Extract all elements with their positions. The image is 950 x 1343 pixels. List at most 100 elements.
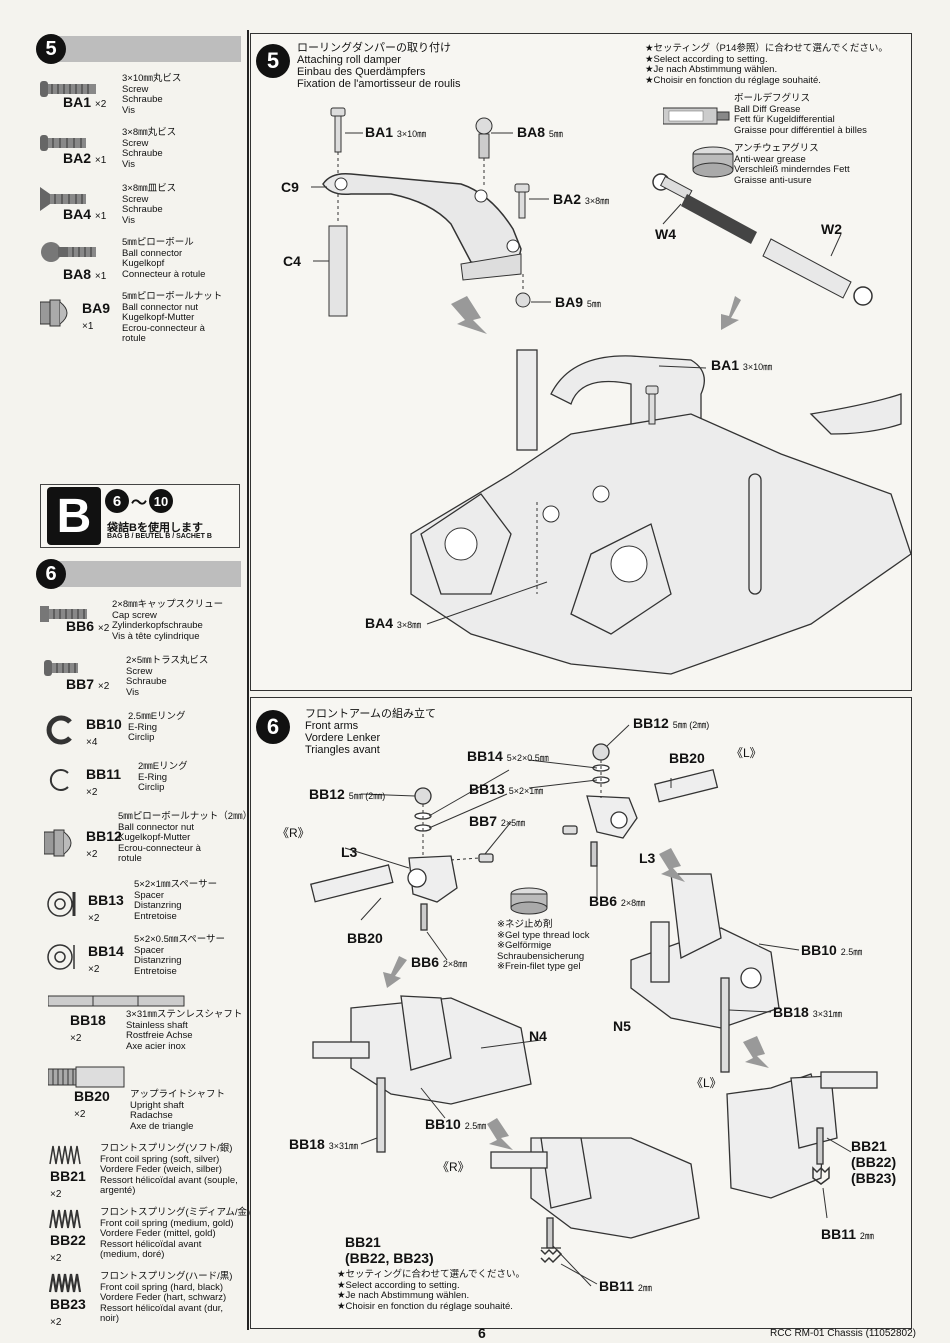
part-ba4: BA4 ×1 3×8㎜皿ビス Screw Schraube Vis	[40, 182, 245, 232]
label-bb20-r: BB20	[347, 930, 383, 946]
part-ba1: BA1 ×2 3×10㎜丸ビス Screw Schraube Vis	[40, 72, 245, 120]
part-desc: 3×31㎜ステンレスシャフト Stainless shaft Rostfreie…	[126, 1009, 243, 1052]
ball-nut-icon	[44, 829, 72, 857]
e-ring-icon	[49, 769, 69, 791]
label-bb11-l: BB11 2㎜	[821, 1226, 874, 1242]
step6-number: 6	[36, 559, 66, 589]
part-ba8: BA8 ×1 5㎜ピローボール Ball connector Kugelkopf…	[40, 236, 245, 286]
part-code: BB21×2	[50, 1168, 86, 1200]
label-bb10-l: BB10 2.5㎜	[801, 942, 863, 958]
label-bb20-l: BB20	[669, 750, 705, 766]
part-code: BB7 ×2	[66, 676, 110, 692]
panel6-setting-note: ★セッティングに合わせて選んでください。 ★Select according t…	[337, 1269, 525, 1312]
label-bb21-r: BB21(BB22, BB23)	[345, 1234, 434, 1266]
step5-header-bar	[36, 36, 241, 62]
sidebar-divider	[247, 30, 249, 1330]
label-l3-r: L3	[341, 844, 358, 860]
label-bb6-r: BB6 2×8㎜	[411, 954, 468, 970]
panel6-title: フロントアームの組み立て Front arms Vordere Lenker T…	[305, 708, 437, 756]
ball-nut-icon	[40, 299, 68, 327]
part-desc: 3×10㎜丸ビス Screw Schraube Vis	[122, 73, 182, 116]
coil-spring-icon	[48, 1273, 82, 1293]
thread-lock-note: ※ネジ止め剤 ※Gel type thread lock ※Gelförmige…	[497, 919, 590, 972]
label-bb12-r: BB12 5㎜ (2㎜)	[309, 786, 386, 802]
roll-damper-mount-drawing	[311, 107, 911, 675]
bag-letter: B	[47, 487, 101, 545]
screw-icon	[40, 135, 86, 151]
label-w4: W4	[655, 226, 676, 242]
label-ba4: BA4 3×8㎜	[365, 615, 422, 631]
part-desc: 2.5㎜Eリング E-Ring Circlip	[128, 711, 186, 743]
part-desc: 2×5㎜トラス丸ビス Screw Schraube Vis	[126, 655, 209, 698]
panel5-title: ローリングダンパーの取り付け Attaching roll damper Ein…	[297, 42, 461, 90]
part-code: BB22×2	[50, 1232, 86, 1264]
part-code: BA1 ×2	[63, 94, 107, 110]
page-number: 6	[478, 1325, 486, 1341]
label-bb11-r: BB11 2㎜	[599, 1278, 652, 1294]
part-desc: 5㎜ピローボールナット Ball connector nut Kugelkopf…	[122, 291, 223, 344]
part-desc: 5㎜ピローボール Ball connector Kugelkopf Connec…	[122, 237, 206, 280]
label-bb10-r: BB10 2.5㎜	[425, 1116, 487, 1132]
part-bb10: BB10×4 2.5㎜Eリング E-Ring Circlip	[40, 711, 245, 756]
part-code: BB6 ×2	[66, 618, 110, 634]
label-bb13: BB13 5×2×1㎜	[469, 781, 544, 797]
coil-spring-icon	[49, 1145, 81, 1165]
label-n5: N5	[613, 1018, 631, 1034]
coil-spring-icon	[49, 1209, 81, 1229]
part-code: BB23×2	[50, 1296, 86, 1328]
bag-jp: 袋詰Bを使用します	[107, 522, 203, 534]
panel6-number: 6	[256, 710, 290, 744]
shaft-icon	[48, 995, 185, 1007]
part-code: BA9×1	[82, 300, 111, 332]
part-desc: 3×8㎜丸ビス Screw Schraube Vis	[122, 127, 177, 170]
step5-panel: 5 ローリングダンパーの取り付け Attaching roll damper E…	[250, 33, 912, 691]
part-desc: 5×2×1㎜スペーサー Spacer Distanzring Entretois…	[134, 879, 218, 922]
part-bb11: BB11×2 2㎜Eリング E-Ring Circlip	[40, 761, 245, 806]
panel5-setting-note: ★セッティング（P14参照）に合わせて選んでください。 ★Select acco…	[645, 43, 888, 86]
countersunk-screw-icon	[40, 187, 86, 211]
spacer-icon	[47, 944, 75, 970]
range-start: 6	[105, 489, 129, 513]
document-id: RCC RM-01 Chassis (11052802)	[770, 1328, 916, 1339]
label-L-top: 《L》	[731, 746, 762, 760]
part-bb18: BB18×2 3×31㎜ステンレスシャフト Stainless shaft Ro…	[40, 992, 245, 1062]
bag-en: BAG B / BEUTEL B / SACHET B	[107, 533, 212, 540]
grease1-label: ボールデフグリス Ball Diff Grease Fett für Kugel…	[734, 93, 867, 136]
part-code: BB20×2	[74, 1088, 110, 1120]
part-desc: アップライトシャフト Upright shaft Radachse Axe de…	[130, 1089, 226, 1132]
e-ring-icon	[46, 715, 72, 745]
label-bb14: BB14 5×2×0.5㎜	[467, 748, 549, 764]
spacer-icon	[47, 891, 76, 917]
part-desc: フロントスプリング(ハード/黒) Front coil spring (hard…	[100, 1271, 233, 1324]
part-code: BA2 ×1	[63, 150, 107, 166]
label-ba2: BA2 3×8㎜	[553, 191, 610, 207]
part-bb23: BB23×2 フロントスプリング(ハード/黒) Front coil sprin…	[40, 1270, 245, 1332]
part-code: BB14×2	[88, 943, 124, 975]
label-L-mid: 《L》	[691, 1076, 722, 1090]
label-ba1-b: BA1 3×10㎜	[711, 357, 773, 373]
range-end: 10	[149, 489, 174, 513]
front-arms-drawing	[310, 724, 878, 1287]
part-desc: 5㎜ピローボールナット（2㎜） Ball connector nut Kugel…	[118, 811, 253, 864]
part-desc: フロントスプリング(ソフト/銀) Front coil spring (soft…	[100, 1143, 238, 1196]
part-bb21: BB21×2 フロントスプリング(ソフト/銀) Front coil sprin…	[40, 1142, 245, 1200]
screw-icon	[44, 660, 78, 676]
label-R-mid: 《R》	[437, 1160, 470, 1174]
part-bb7: BB7 ×2 2×5㎜トラス丸ビス Screw Schraube Vis	[40, 654, 245, 706]
label-bb6-l: BB6 2×8㎜	[589, 893, 646, 909]
label-c4: C4	[283, 253, 301, 269]
label-ba9: BA9 5㎜	[555, 294, 601, 310]
part-code: BB18×2	[70, 1012, 106, 1044]
part-desc: 2×8㎜キャップスクリュー Cap screw Zylinderkopfschr…	[112, 599, 224, 642]
part-bb22: BB22×2 フロントスプリング(ミディアム/金) Front coil spr…	[40, 1206, 250, 1264]
label-ba8: BA8 5㎜	[517, 124, 563, 140]
part-code: BA8 ×1	[63, 266, 107, 282]
part-desc: 3×8㎜皿ビス Screw Schraube Vis	[122, 183, 177, 226]
part-bb14: BB14×2 5×2×0.5㎜スペーサー Spacer Distanzring …	[40, 934, 245, 985]
part-desc: 2㎜Eリング E-Ring Circlip	[138, 761, 188, 793]
grease2-label: アンチウェアグリス Anti-wear grease Verschleiß mi…	[734, 143, 850, 186]
label-R-top: 《R》	[277, 826, 310, 840]
grease-tube-icon	[663, 107, 730, 125]
screw-icon	[40, 81, 96, 97]
part-code: BB11×2	[86, 766, 122, 798]
